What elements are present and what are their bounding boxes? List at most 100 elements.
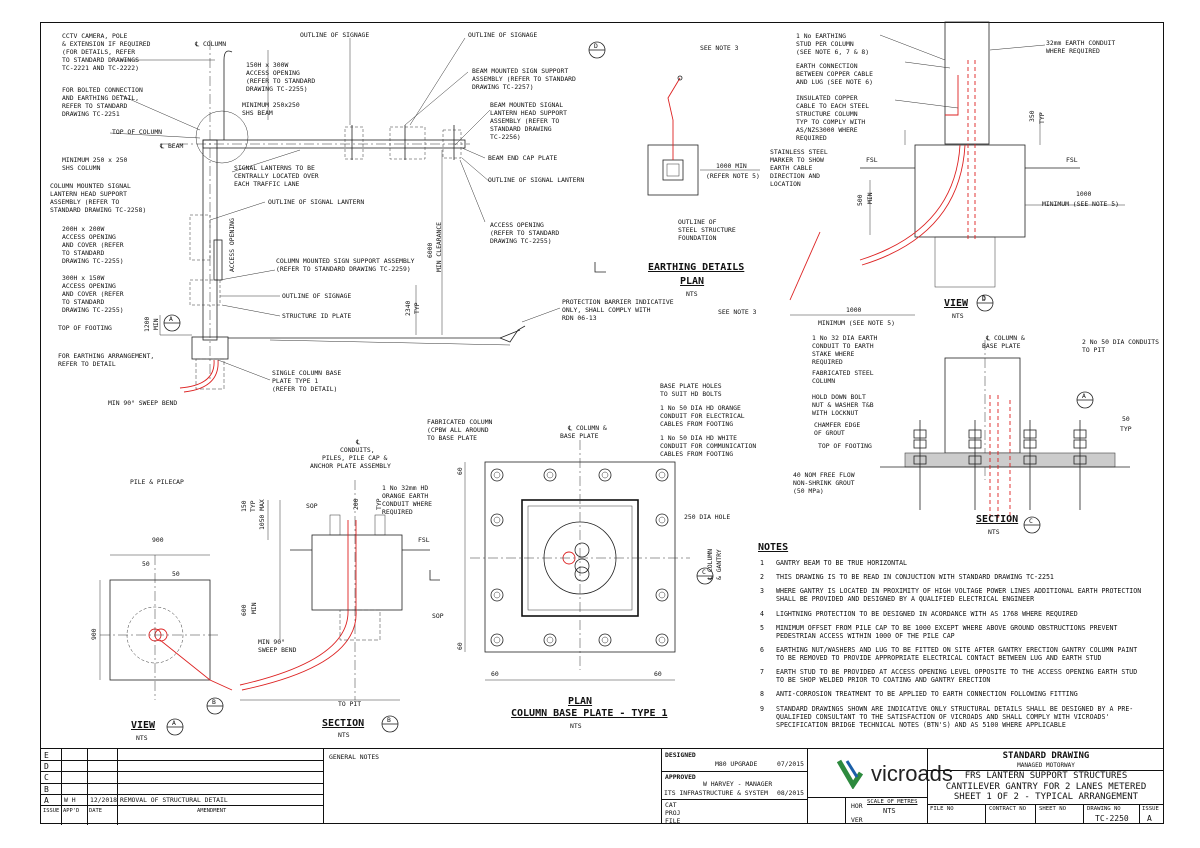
note-text: THIS DRAWING IS TO BE READ IN CONJUCTION… — [776, 573, 1054, 582]
proj-label: PROJ — [665, 809, 681, 817]
label-sweep-bend: MIN 90° SWEEP BEND — [108, 399, 177, 407]
approved-label: APPROVED — [665, 773, 696, 781]
standard-drawing-label: STANDARD DRAWING — [1002, 751, 1090, 761]
plan-c-letter: C — [702, 568, 706, 576]
label-plan-cl: ℄ COLUMN &BASE PLATE — [560, 424, 607, 440]
approved-value-2: ITS INFRASTRUCTURE & SYSTEM — [664, 789, 768, 797]
dim-a-50a: 50 — [142, 560, 150, 568]
base-plate-hole — [655, 633, 669, 647]
section-c — [880, 340, 1130, 534]
label-b-to-pit: TO PIT — [338, 700, 361, 708]
note-text: MINIMUM OFFSET FROM PILE CAP TO BE 1000 … — [776, 623, 1118, 640]
section-b-title: SECTION — [322, 718, 364, 729]
dim-1000a: 1000 — [1076, 190, 1092, 198]
base-plate-hole — [490, 468, 504, 482]
dim-b-150: 150 — [240, 500, 248, 512]
file-no-label: FILE NO — [930, 806, 954, 812]
hold-down-bolt — [968, 420, 982, 510]
hor-label: HOR — [851, 802, 863, 810]
label-top-column: TOP OF COLUMN — [112, 128, 162, 136]
note-number: 7 — [760, 668, 764, 677]
base-plate-hole — [490, 513, 504, 527]
bolt — [601, 471, 609, 479]
label-b-sop: SOP — [306, 502, 318, 510]
view-d — [789, 21, 1125, 316]
view-a-b-marker: B — [212, 698, 216, 706]
view-d-letter: D — [982, 295, 986, 303]
elev-a-letter: A — [169, 315, 173, 323]
revision-header-date: DATE — [89, 808, 102, 814]
label-plan-cl-gantry-2: & GANTRY — [715, 549, 723, 580]
dim-plan-60c: 60 — [456, 467, 464, 475]
issue-label: ISSUE — [1142, 806, 1159, 812]
title-line-3: SHEET 1 OF 2 - TYPICAL ARRANGEMENT — [953, 792, 1139, 802]
label-plan-cl-gantry-1: ℄ COLUMN — [706, 549, 714, 581]
ver-label: VER — [851, 816, 863, 824]
label-outline-signage-3: OUTLINE OF SIGNAGE — [282, 292, 351, 300]
dim-b-200: 200 — [352, 498, 360, 510]
dim-plan-60d: 60 — [456, 642, 464, 650]
label-b-cl: ℄CONDUITS,PILES, PILE CAP &ANCHOR PLATE … — [310, 438, 391, 470]
dim-plan-60a: 60 — [491, 670, 499, 678]
dim-500-min: MIN — [866, 192, 874, 204]
note-number: 9 — [760, 704, 764, 713]
cat-label: CAT — [665, 801, 677, 809]
section-b-nts: NTS — [338, 731, 350, 739]
title-line-2: CANTILEVER GANTRY FOR 2 LANES METERED — [945, 782, 1147, 792]
label-outline-signage-1: OUTLINE OF SIGNAGE — [300, 31, 369, 39]
dim-a-900b: 900 — [90, 628, 98, 640]
bolt — [493, 591, 501, 599]
labels: CCTV CAMERA, POLE& EXTENSION IF REQUIRED… — [50, 31, 1159, 742]
base-plate-hole — [598, 633, 612, 647]
revision-header-issue: ISSUE — [43, 808, 60, 814]
label-outline-lantern-2: OUTLINE OF SIGNAL LANTERN — [268, 198, 364, 206]
label-access-opening-vertical: ACCESS OPENING — [228, 218, 236, 272]
label-plan-sop: SOP — [432, 612, 444, 620]
revision-issue: C — [44, 773, 49, 783]
view-d-title: VIEW — [944, 298, 969, 309]
dim-a-900a: 900 — [152, 536, 164, 544]
section-c-letter: C — [1029, 517, 1033, 525]
plan-sub: COLUMN BASE PLATE - TYPE 1 — [511, 708, 668, 719]
contract-no-label: CONTRACT NO — [989, 806, 1027, 812]
label-col-sign-support: COLUMN MOUNTED SIGN SUPPORT ASSEMBLY(REF… — [276, 257, 415, 273]
bolt — [493, 516, 501, 524]
scale-label: SCALE OF METRES — [867, 799, 918, 805]
revision-header-appd: APP'D — [63, 808, 80, 814]
label-b-sweep: MIN 90°SWEEP BEND — [258, 638, 297, 654]
label-structure-id: STRUCTURE ID PLATE — [282, 312, 351, 320]
label-c-top-footing: TOP OF FOOTING — [818, 442, 872, 450]
notes-heading: NOTES — [758, 542, 789, 553]
dim-b-min: MIN — [250, 602, 258, 614]
label-outline-lantern-1: OUTLINE OF SIGNAL LANTERN — [488, 176, 584, 184]
dim-6000: 6000 — [426, 242, 434, 258]
bolt — [601, 636, 609, 644]
plan-title: PLAN — [568, 696, 592, 707]
earthing-nts: NTS — [686, 290, 698, 298]
note-number: 6 — [760, 645, 764, 654]
dim-b-1050: 1050 MAX — [258, 499, 266, 530]
base-plate-hole — [598, 468, 612, 482]
dim-350-typ: TYP — [1038, 112, 1046, 124]
